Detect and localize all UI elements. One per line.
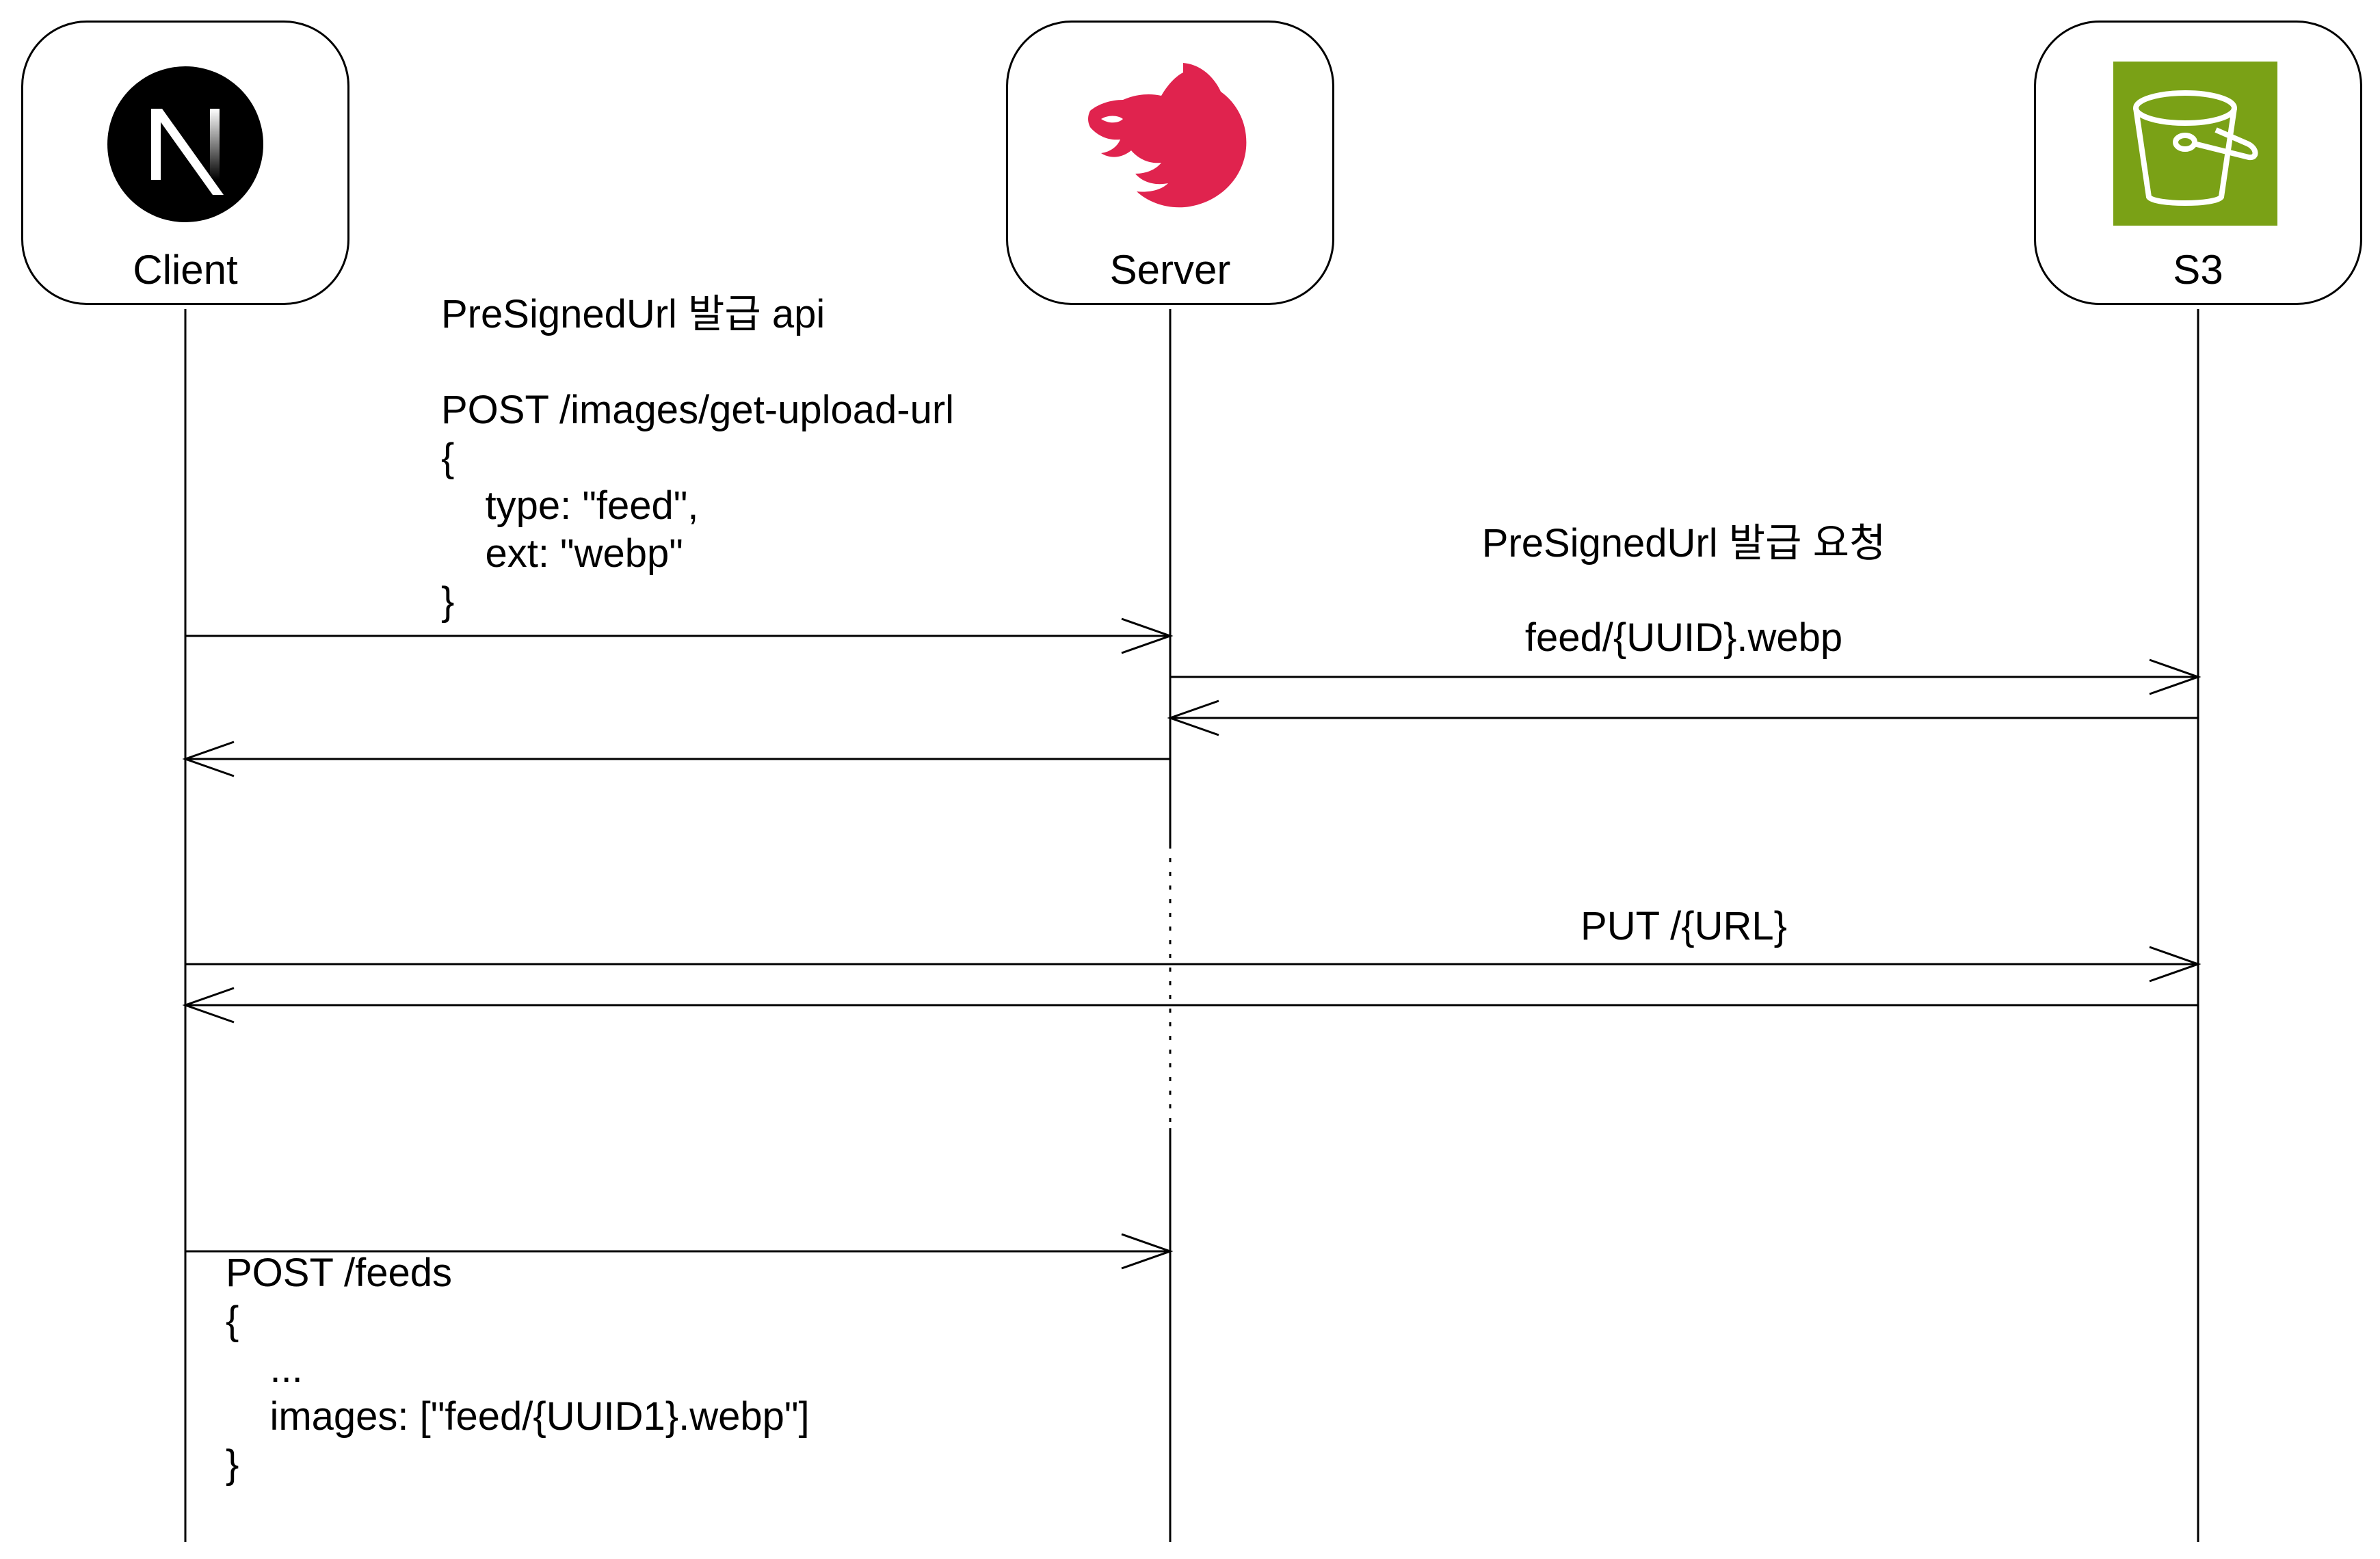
post-feeds-line5: } xyxy=(226,1442,239,1487)
presign-api-line1: PreSignedUrl 발급 api xyxy=(441,292,825,336)
presign-api-line4: type: "feed", xyxy=(441,483,699,528)
presign-api-line6: } xyxy=(441,579,455,624)
post-feeds-line1: POST /feeds xyxy=(226,1251,452,1295)
presign-api-line5: ext: "webp" xyxy=(441,531,683,576)
presign-request-line1: PreSignedUrl 발급 요청 xyxy=(1481,521,1886,565)
nextjs-logo-icon xyxy=(107,66,263,222)
post-feeds-line4: images: ["feed/{UUID1}.webp"] xyxy=(226,1394,810,1439)
arrow-s3-to-server-return xyxy=(1167,699,2198,736)
server-label: Server xyxy=(1109,247,1231,293)
presign-api-label: PreSignedUrl 발급 api POST /images/get-upl… xyxy=(441,291,954,626)
arrow-client-to-s3-put xyxy=(185,946,2202,983)
arrow-client-to-server-feeds xyxy=(185,1233,1174,1270)
arrow-server-to-client-return xyxy=(182,741,1170,777)
s3-label: S3 xyxy=(2173,247,2223,293)
post-feeds-label: POST /feeds { ... images: ["feed/{UUID1}… xyxy=(226,1249,810,1489)
post-feeds-line2: { xyxy=(226,1298,239,1343)
client-label: Client xyxy=(133,247,238,293)
presign-api-line3: { xyxy=(441,436,455,480)
presign-request-line2: feed/{UUID}.webp xyxy=(1524,615,1843,660)
arrow-client-to-server-presign xyxy=(185,617,1174,654)
arrow-s3-to-client-return xyxy=(182,987,2198,1024)
nestjs-logo-icon xyxy=(1088,63,1247,208)
arrow-server-to-s3-presign xyxy=(1170,658,2202,695)
put-url-label: PUT /{URL} xyxy=(1581,904,1787,948)
presign-api-line2: POST /images/get-upload-url xyxy=(441,388,955,432)
s3-bucket-icon xyxy=(2113,62,2277,226)
post-feeds-line3: ... xyxy=(226,1346,303,1391)
